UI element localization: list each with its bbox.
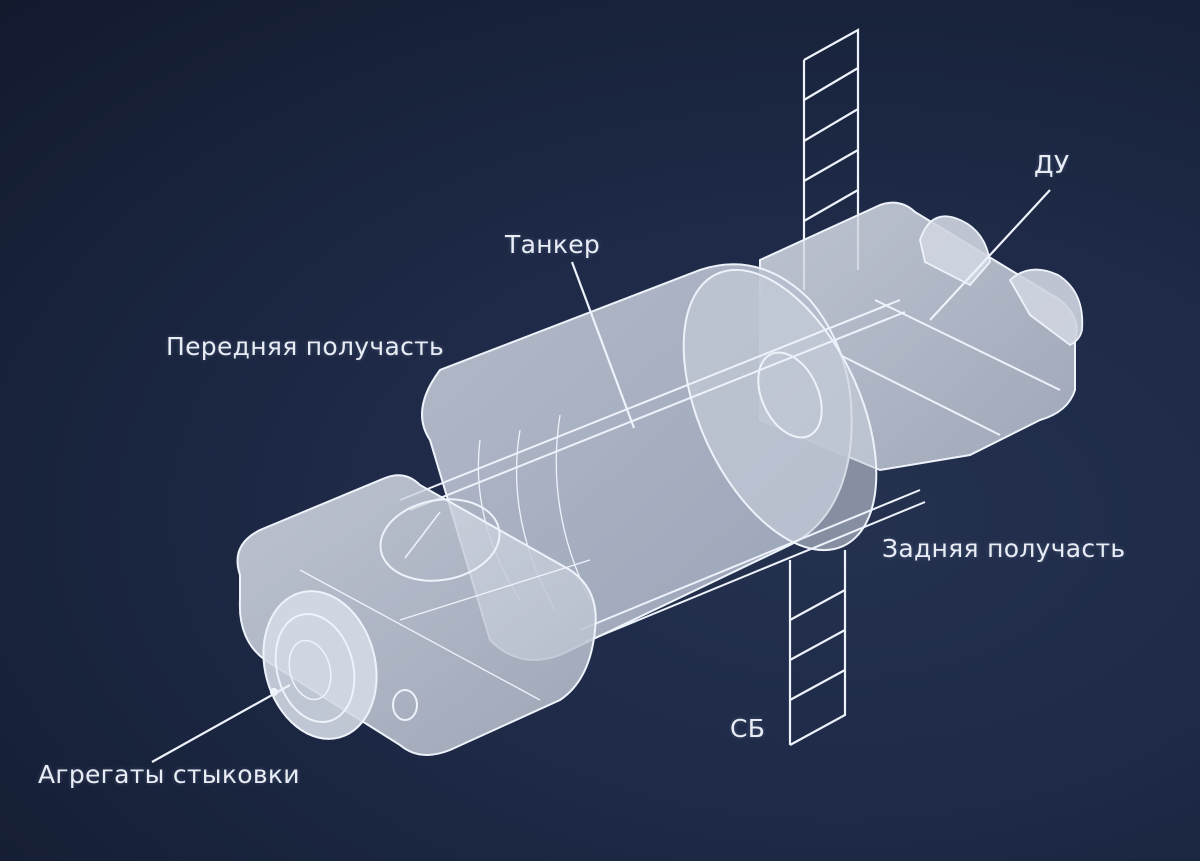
leader-docking xyxy=(151,684,291,763)
docking-port xyxy=(262,590,378,740)
solar-panel-lower xyxy=(788,550,847,746)
leader-du xyxy=(929,189,1051,321)
engine-nozzles xyxy=(919,215,1084,347)
label-front-section: Передняя получасть xyxy=(166,332,445,361)
label-rear-section: Задняя получасть xyxy=(882,534,1126,563)
label-docking-units: Агрегаты стыковки xyxy=(38,760,300,789)
leader-lines xyxy=(151,189,1051,763)
label-tanker: Танкер xyxy=(505,230,601,259)
label-propulsion: ДУ xyxy=(1034,150,1070,179)
label-solar-panel: СБ xyxy=(730,714,766,743)
leader-tanker xyxy=(570,261,636,429)
